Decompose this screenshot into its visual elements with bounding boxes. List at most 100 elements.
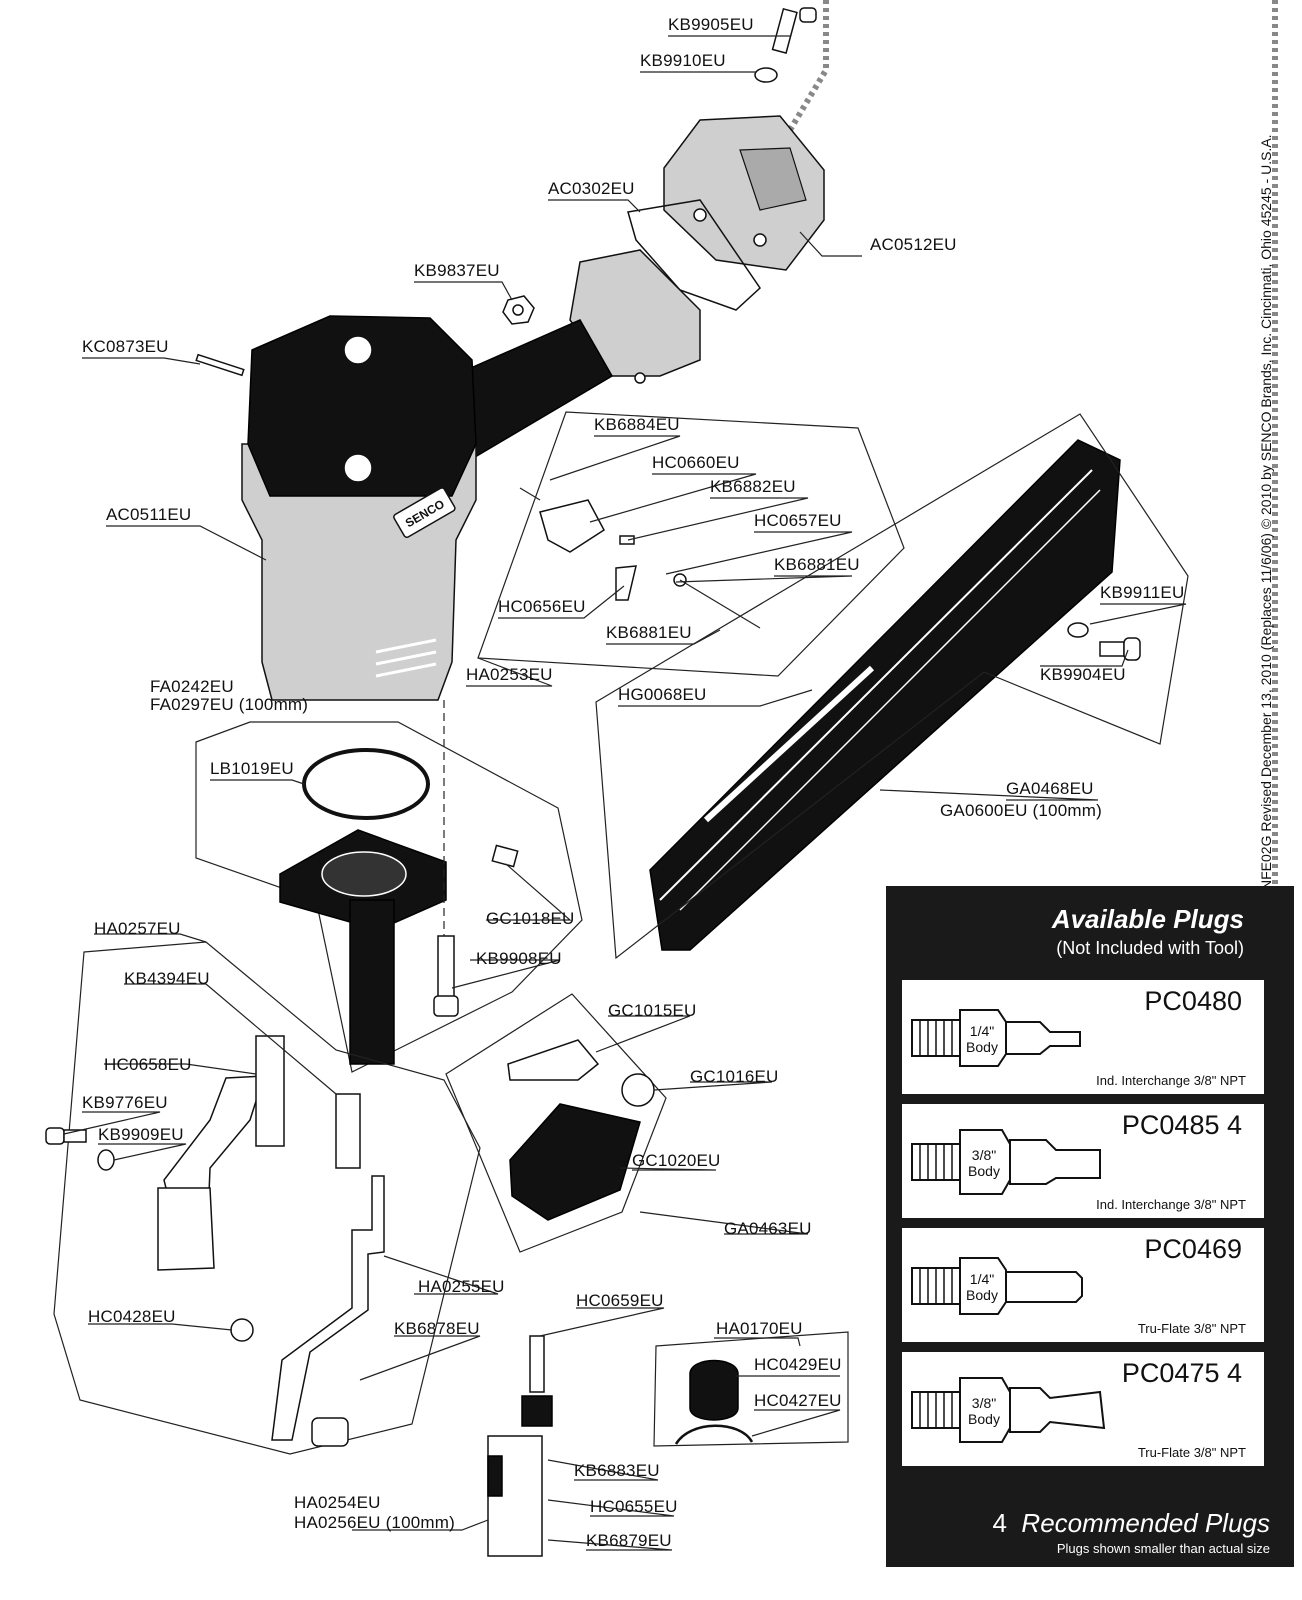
label-hc0656: HC0656EU [498, 597, 586, 616]
plug-icon: 1/4" Body [911, 1257, 1083, 1315]
lever-gc1015 [507, 1039, 600, 1081]
plugs-subtitle: (Not Included with Tool) [1056, 938, 1244, 958]
recommended-plugs-label: 4 Recommended Plugs [886, 1508, 1271, 1539]
driver-hc0659 [487, 1335, 553, 1557]
plug-body-word: Body [966, 1287, 998, 1303]
label-hc0658: HC0658EU [104, 1055, 192, 1074]
plug-standard: Tru-Flate 3/8" NPT [1137, 1321, 1246, 1336]
label-gc1015: GC1015EU [608, 1001, 697, 1020]
plug-body-word: Body [968, 1411, 1000, 1427]
plug-card: 1/4" Body PC0469 Tru-Flate 3/8" NPT [900, 1226, 1266, 1344]
o-ring-lb1019 [302, 748, 430, 820]
exhaust-cap-ac0512 [663, 115, 825, 271]
nut-kb9837 [502, 295, 535, 325]
label-kb6879: KB6879EU [586, 1531, 672, 1550]
plug-body-size: 1/4" [970, 1271, 994, 1287]
label-hc0429: HC0429EU [754, 1355, 842, 1374]
plug-code: PC0485 4 [1121, 1110, 1242, 1140]
screw-kb9905 [771, 7, 817, 54]
label-ac0512: AC0512EU [870, 235, 957, 254]
label-kb9905: KB9905EU [668, 15, 754, 34]
plug-body-size: 3/8" [972, 1147, 996, 1163]
plug-body-size: 1/4" [970, 1023, 994, 1039]
label-kb9911: KB9911EU [1100, 583, 1184, 602]
label-kb9910: KB9910EU [640, 51, 726, 70]
label-fa0242: FA0242EU [150, 677, 234, 696]
contact-arm-ha0255 [271, 1175, 385, 1441]
plug-card: 3/8" Body PC0475 4 Tru-Flate 3/8" NPT [900, 1350, 1266, 1468]
label-ha0170: HA0170EU [716, 1319, 803, 1338]
label-kb6878: KB6878EU [394, 1319, 480, 1338]
label-ha0255: HA0255EU [418, 1277, 505, 1296]
roller-gc1016 [621, 1073, 655, 1107]
magazine-hg0068 [649, 439, 1121, 951]
plug-card: 1/4" Body PC0480 Ind. Interchange 3/8" N… [900, 978, 1266, 1096]
part-labels: KB9905EU KB9910EU AC0302EU AC0512EU KB98… [82, 15, 1184, 1550]
label-kb9837: KB9837EU [414, 261, 500, 280]
available-plugs-panel: Available Plugs (Not Included with Tool)… [886, 886, 1294, 1567]
label-fa0297: FA0297EU (100mm) [150, 695, 308, 714]
washer-kb9911 [1067, 622, 1089, 638]
plug-code: PC0480 [1144, 986, 1242, 1016]
label-gc1018: GC1018EU [486, 909, 575, 928]
nut-hc0428 [230, 1318, 254, 1342]
label-ga0600: GA0600EU (100mm) [940, 801, 1102, 820]
label-ga0463: GA0463EU [724, 1219, 812, 1238]
label-kb9904: KB9904EU [1040, 665, 1126, 684]
spring-hc0429 [689, 1359, 739, 1421]
plugs-size-note: Plugs shown smaller than actual size [1056, 1541, 1270, 1556]
plug-card: 3/8" Body PC0485 4 Ind. Interchange 3/8"… [900, 1102, 1266, 1220]
label-kb6883: KB6883EU [574, 1461, 660, 1480]
label-gc1016: GC1016EU [690, 1067, 779, 1086]
cylinder-cap [279, 829, 447, 1065]
label-gc1020: GC1020EU [632, 1151, 721, 1170]
label-kb9909: KB9909EU [98, 1125, 184, 1144]
main-housing-ac0511: SENCO [241, 315, 477, 701]
label-kb6882: KB6882EU [710, 477, 796, 496]
plug-standard: Ind. Interchange 3/8" NPT [1096, 1073, 1246, 1088]
label-kc0873: KC0873EU [82, 337, 169, 356]
guard-hc0658 [157, 1035, 285, 1271]
screw-kb9908 [433, 935, 459, 1017]
gasket-ac0302 [627, 199, 761, 311]
plug-icon: 3/8" Body [911, 1129, 1101, 1195]
plug-icon: 3/8" Body [911, 1377, 1106, 1443]
bumper-gc1018 [491, 844, 519, 868]
label-ac0511: AC0511EU [106, 505, 191, 524]
side-caption: NFE02G Revised December 13, 2010 (Replac… [1258, 130, 1278, 890]
label-ha0254: HA0254EU [294, 1493, 381, 1512]
plug-body-word: Body [968, 1163, 1000, 1179]
plug-body-size: 3/8" [972, 1395, 996, 1411]
label-hc0660: HC0660EU [652, 453, 740, 472]
label-ha0257: HA0257EU [94, 919, 181, 938]
label-hc0659: HC0659EU [576, 1291, 664, 1310]
leader-lines [63, 35, 1187, 1551]
screw-kc0873 [195, 353, 245, 377]
spring-group-outline [653, 1331, 849, 1447]
label-kb6884: KB6884EU [594, 415, 680, 434]
nose-group-outline [53, 941, 481, 1455]
label-ga0468: GA0468EU [1006, 779, 1094, 798]
label-hg0068: HG0068EU [618, 685, 707, 704]
label-ha0256: HA0256EU (100mm) [294, 1513, 455, 1532]
label-ac0302: AC0302EU [548, 179, 635, 198]
label-kb6881-a: KB6881EU [774, 555, 860, 574]
magazine-group-outline [595, 413, 1189, 960]
plug-standard: Tru-Flate 3/8" NPT [1137, 1445, 1246, 1460]
label-kb6881-b: KB6881EU [606, 623, 692, 642]
recommended-text: Recommended Plugs [1021, 1508, 1270, 1538]
label-kb4394: KB4394EU [124, 969, 210, 988]
foot-kb6878 [311, 1417, 349, 1447]
label-hc0428: HC0428EU [88, 1307, 176, 1326]
clip-hc0427 [674, 1424, 754, 1445]
plug-icon: 1/4" Body [911, 1009, 1081, 1067]
drive-group-outline [195, 721, 583, 1073]
revision-note: NFE02G Revised December 13, 2010 (Replac… [1258, 134, 1274, 890]
latch-group-outline [445, 993, 667, 1253]
spring-kb4394 [335, 1093, 361, 1169]
plug-standard: Ind. Interchange 3/8" NPT [1096, 1197, 1246, 1212]
label-hc0427: HC0427EU [754, 1391, 842, 1410]
label-ha0253: HA0253EU [466, 665, 553, 684]
plugs-title: Available Plugs [1051, 904, 1244, 934]
